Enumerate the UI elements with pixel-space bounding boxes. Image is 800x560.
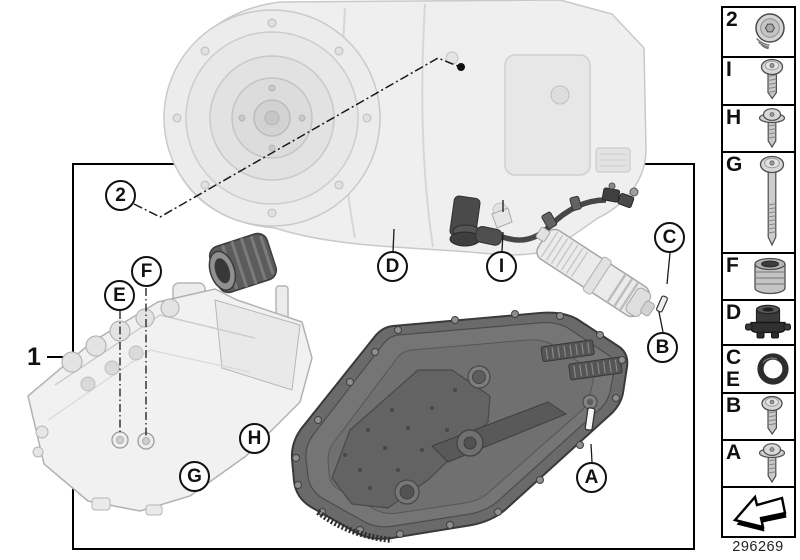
o-ring-icon: [757, 353, 789, 385]
callout-b[interactable]: B: [647, 332, 678, 363]
legend-item-a[interactable]: A: [723, 441, 794, 488]
screw-plug-icon: [755, 13, 785, 50]
callout-d[interactable]: D: [377, 251, 408, 282]
legend-item-label: C: [726, 346, 742, 369]
flange-torx-screw-icon: [758, 442, 786, 483]
legend-item-label: F: [726, 254, 739, 277]
legend-item-b[interactable]: B: [723, 394, 794, 441]
legend-item-label: D: [726, 301, 742, 324]
legend-item-label: G: [726, 153, 743, 176]
drawing-number: 296269: [732, 539, 784, 555]
sensor-cable-illustration: [449, 182, 639, 247]
long-torx-screw-icon: [759, 155, 785, 246]
callout-c[interactable]: C: [654, 222, 685, 253]
legend-item-label: I: [726, 58, 732, 81]
callout-a[interactable]: A: [576, 462, 607, 493]
leader-lines: [119, 57, 671, 463]
legend-item-g[interactable]: G: [723, 153, 794, 254]
legend-item-label: B: [726, 394, 742, 417]
callout-2[interactable]: 2: [105, 180, 136, 211]
legend-sidebar: 2 I: [721, 6, 796, 538]
callout-f[interactable]: F: [131, 256, 162, 287]
adapter-sleeve-icon: [745, 304, 791, 338]
oil-pan-illustration: [290, 295, 668, 543]
legend-item-label: 2: [726, 8, 738, 31]
legend-item-label: H: [726, 106, 742, 129]
group-label-1[interactable]: 1: [27, 343, 41, 371]
legend-item-d[interactable]: D: [723, 301, 794, 346]
callout-g[interactable]: G: [179, 461, 210, 492]
legend-item-c-e[interactable]: C E: [723, 346, 794, 394]
seal-sleeve-illustration: [208, 232, 278, 294]
legend-item-label: E: [726, 368, 741, 391]
flange-torx-screw-icon: [758, 107, 786, 148]
legend-item-h[interactable]: H: [723, 106, 794, 153]
transmission-housing-illustration: [163, 0, 647, 256]
callout-h[interactable]: H: [239, 423, 270, 454]
legend-item-2[interactable]: 2: [723, 8, 794, 58]
torx-screw-icon: [761, 395, 783, 435]
sleeve-icon: [754, 257, 786, 294]
legend-item-i[interactable]: I: [723, 58, 794, 106]
legend-item-direction-arrow[interactable]: [723, 488, 794, 536]
legend-item-label: A: [726, 441, 742, 464]
callout-e[interactable]: E: [104, 280, 135, 311]
installation-direction-arrow-icon: [732, 494, 786, 532]
torx-screw-icon: [760, 58, 784, 100]
legend-item-f[interactable]: F: [723, 254, 794, 301]
actuator-illustration: [535, 226, 655, 318]
valve-body-illustration: [27, 282, 313, 516]
callout-i[interactable]: I: [486, 251, 517, 282]
